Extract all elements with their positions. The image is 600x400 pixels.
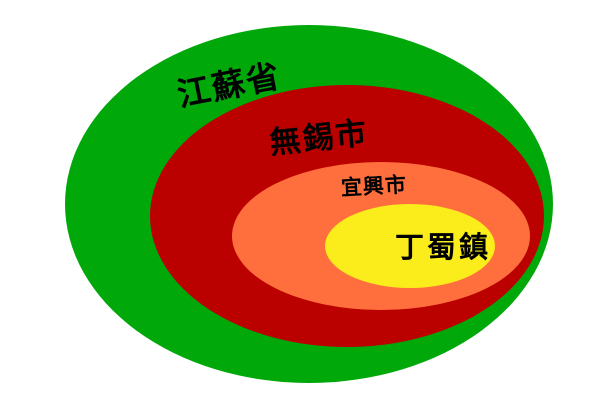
region-ellipse-town[interactable] — [325, 204, 495, 288]
region-label-town: 丁蜀鎮 — [395, 230, 491, 264]
region-label-county: 宜興市 — [340, 173, 407, 200]
